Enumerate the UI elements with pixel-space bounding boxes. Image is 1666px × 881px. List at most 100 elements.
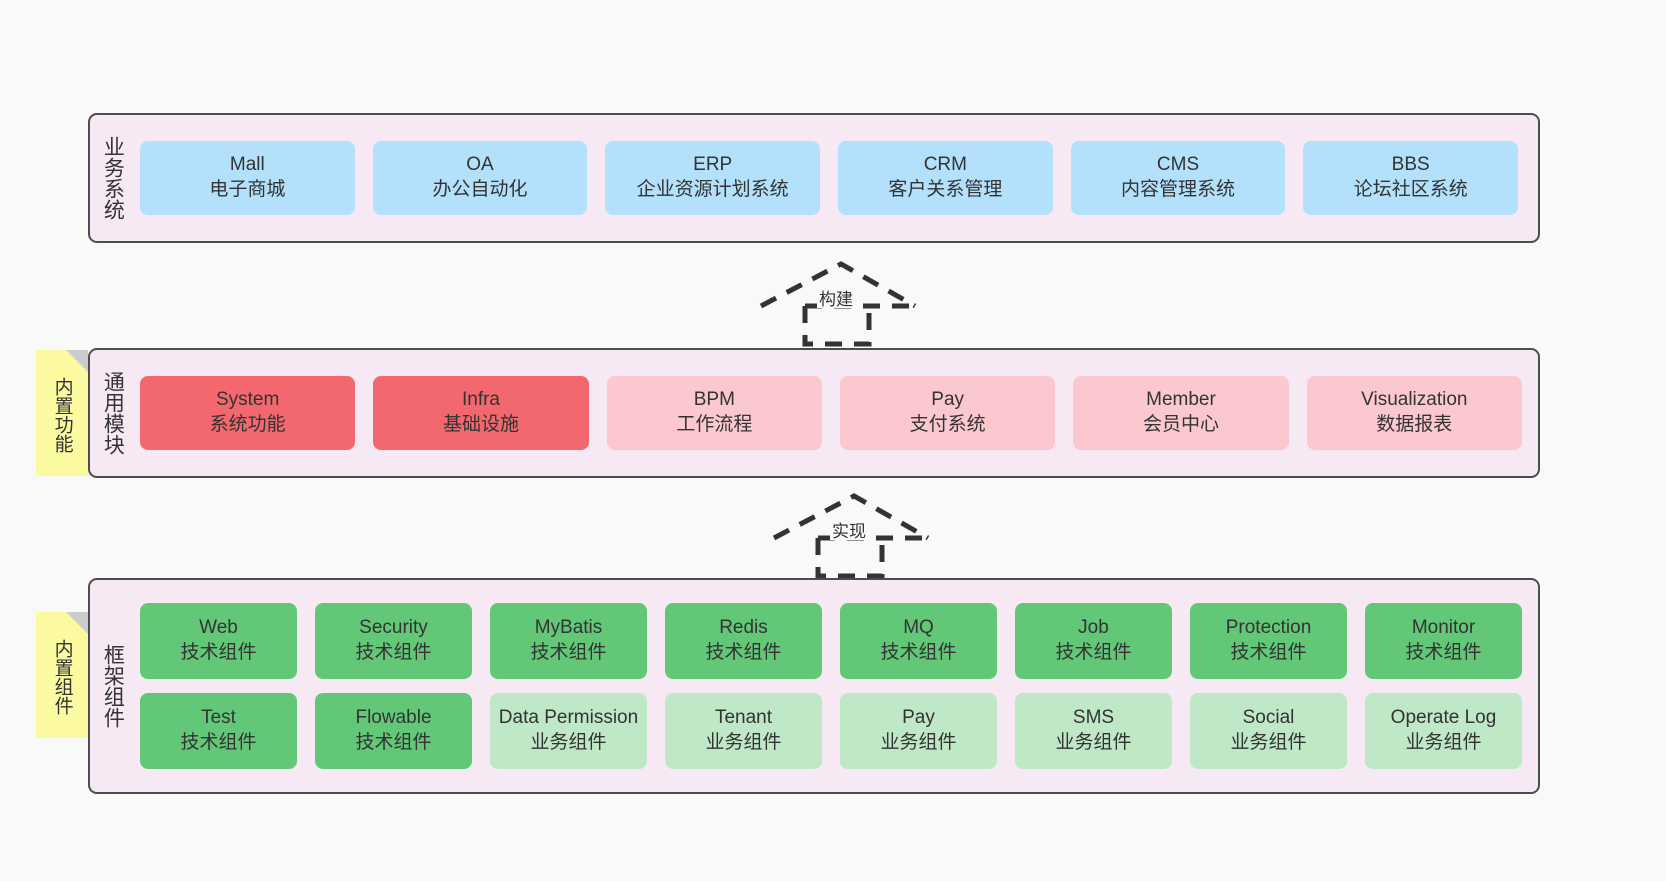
- card-subtitle: 技术组件: [180, 642, 257, 663]
- card-title: ERP: [693, 154, 733, 176]
- card-pay-business[interactable]: Pay 业务组件: [840, 693, 997, 769]
- connector-implement: 实现: [770, 490, 950, 580]
- card-title: Tenant: [714, 707, 773, 729]
- card-title: Mall: [229, 154, 265, 176]
- card-system[interactable]: System 系统功能: [140, 376, 356, 450]
- card-subtitle: 工作流程: [676, 414, 753, 435]
- card-subtitle: 客户关系管理: [888, 179, 1003, 200]
- card-operate-log[interactable]: Operate Log 业务组件: [1365, 693, 1522, 769]
- card-title: CRM: [923, 154, 967, 176]
- card-title: Member: [1146, 389, 1216, 411]
- card-subtitle: 技术组件: [1230, 642, 1307, 663]
- card-flowable[interactable]: Flowable 技术组件: [315, 693, 472, 769]
- card-crm[interactable]: CRM 客户关系管理: [838, 141, 1053, 215]
- card-title: CMS: [1156, 154, 1200, 176]
- card-title: Pay: [931, 389, 965, 411]
- card-security[interactable]: Security 技术组件: [315, 603, 472, 679]
- card-title: Social: [1242, 707, 1295, 729]
- card-subtitle: 数据报表: [1376, 414, 1453, 435]
- card-subtitle: 技术组件: [530, 642, 607, 663]
- card-bbs[interactable]: BBS 论坛社区系统: [1303, 141, 1519, 215]
- card-title: Test: [201, 707, 236, 729]
- card-subtitle: 业务组件: [705, 732, 782, 753]
- card-title: Flowable: [355, 707, 432, 729]
- card-subtitle: 技术组件: [180, 732, 257, 753]
- card-subtitle: 技术组件: [705, 642, 782, 663]
- layer-framework-component: 框架组件 Web 技术组件 Security 技术组件 MyBatis 技术组件…: [88, 578, 1540, 794]
- card-erp[interactable]: ERP 企业资源计划系统: [605, 141, 821, 215]
- card-subtitle: 电子商城: [209, 179, 286, 200]
- card-tenant[interactable]: Tenant 业务组件: [665, 693, 822, 769]
- layer-title-business-system: 业务系统: [101, 136, 125, 220]
- card-monitor[interactable]: Monitor 技术组件: [1365, 603, 1522, 679]
- layer-body-framework-component: Web 技术组件 Security 技术组件 MyBatis 技术组件 Redi…: [134, 580, 1538, 792]
- card-redis[interactable]: Redis 技术组件: [665, 603, 822, 679]
- card-mall[interactable]: Mall 电子商城: [140, 141, 355, 215]
- card-title: Web: [199, 617, 238, 639]
- connector-label-build: 构建: [817, 290, 855, 309]
- card-test[interactable]: Test 技术组件: [140, 693, 297, 769]
- card-subtitle: 技术组件: [1405, 642, 1482, 663]
- card-subtitle: 办公自动化: [432, 179, 528, 200]
- card-title: BPM: [693, 389, 735, 411]
- arrowhead-triangle-icon: [772, 493, 930, 541]
- note-builtin-component: 内置组件: [36, 612, 88, 738]
- layer-business-system: 业务系统 Mall 电子商城 OA 办公自动化 ERP 企业资源计划系统 CRM…: [88, 113, 1540, 243]
- note-label: 内置功能: [51, 377, 73, 453]
- card-job[interactable]: Job 技术组件: [1015, 603, 1172, 679]
- card-member[interactable]: Member 会员中心: [1073, 376, 1289, 450]
- card-subtitle: 基础设施: [442, 414, 519, 435]
- card-title: Redis: [719, 617, 768, 639]
- card-title: MyBatis: [534, 617, 603, 639]
- card-subtitle: 技术组件: [880, 642, 957, 663]
- layer-title-framework-component: 框架组件: [101, 644, 125, 728]
- card-bpm[interactable]: BPM 工作流程: [606, 376, 822, 450]
- common-card-row: System 系统功能 Infra 基础设施 BPM 工作流程 Pay 支付系统…: [140, 376, 1522, 450]
- card-mq[interactable]: MQ 技术组件: [840, 603, 997, 679]
- card-mybatis[interactable]: MyBatis 技术组件: [490, 603, 647, 679]
- card-pay[interactable]: Pay 支付系统: [839, 376, 1056, 450]
- note-builtin-function: 内置功能: [36, 350, 88, 476]
- card-title: Operate Log: [1390, 707, 1497, 729]
- card-title: Visualization: [1361, 389, 1468, 411]
- layer-body-business-system: Mall 电子商城 OA 办公自动化 ERP 企业资源计划系统 CRM 客户关系…: [134, 115, 1538, 241]
- card-sms[interactable]: SMS 业务组件: [1015, 693, 1172, 769]
- card-subtitle: 业务组件: [1405, 732, 1482, 753]
- note-label: 内置组件: [51, 639, 73, 715]
- card-web[interactable]: Web 技术组件: [140, 603, 297, 679]
- card-visualization[interactable]: Visualization 数据报表: [1306, 376, 1522, 450]
- card-subtitle: 企业资源计划系统: [636, 179, 789, 200]
- card-subtitle: 支付系统: [909, 414, 986, 435]
- card-title: Monitor: [1411, 617, 1476, 639]
- layer-title-common-module: 通用模块: [101, 371, 125, 455]
- card-subtitle: 技术组件: [355, 642, 432, 663]
- layer-body-common-module: System 系统功能 Infra 基础设施 BPM 工作流程 Pay 支付系统…: [134, 350, 1538, 476]
- business-card-row: Mall 电子商城 OA 办公自动化 ERP 企业资源计划系统 CRM 客户关系…: [140, 141, 1519, 215]
- card-title: Protection: [1225, 617, 1312, 639]
- layer-common-module: 通用模块 System 系统功能 Infra 基础设施 BPM 工作流程 Pay…: [88, 348, 1540, 478]
- card-infra[interactable]: Infra 基础设施: [373, 376, 589, 450]
- card-subtitle: 会员中心: [1142, 414, 1219, 435]
- card-subtitle: 技术组件: [1055, 642, 1132, 663]
- card-subtitle: 业务组件: [530, 732, 607, 753]
- card-title: SMS: [1072, 707, 1115, 729]
- card-title: Infra: [461, 389, 500, 411]
- card-social[interactable]: Social 业务组件: [1190, 693, 1347, 769]
- framework-business-row: Test 技术组件 Flowable 技术组件 Data Permission …: [140, 693, 1522, 769]
- card-protection[interactable]: Protection 技术组件: [1190, 603, 1347, 679]
- card-subtitle: 业务组件: [1055, 732, 1132, 753]
- card-title: Security: [359, 617, 428, 639]
- card-title: MQ: [903, 617, 934, 639]
- card-title: OA: [466, 154, 494, 176]
- connector-label-implement: 实现: [830, 522, 868, 541]
- connector-stem: [802, 306, 872, 347]
- framework-tech-row: Web 技术组件 Security 技术组件 MyBatis 技术组件 Redi…: [140, 603, 1522, 679]
- card-title: BBS: [1391, 154, 1430, 176]
- connector-stem: [815, 538, 885, 579]
- card-subtitle: 论坛社区系统: [1353, 179, 1468, 200]
- card-oa[interactable]: OA 办公自动化: [372, 141, 588, 215]
- card-subtitle: 业务组件: [880, 732, 957, 753]
- card-data-permission[interactable]: Data Permission 业务组件: [490, 693, 647, 769]
- card-cms[interactable]: CMS 内容管理系统: [1070, 141, 1286, 215]
